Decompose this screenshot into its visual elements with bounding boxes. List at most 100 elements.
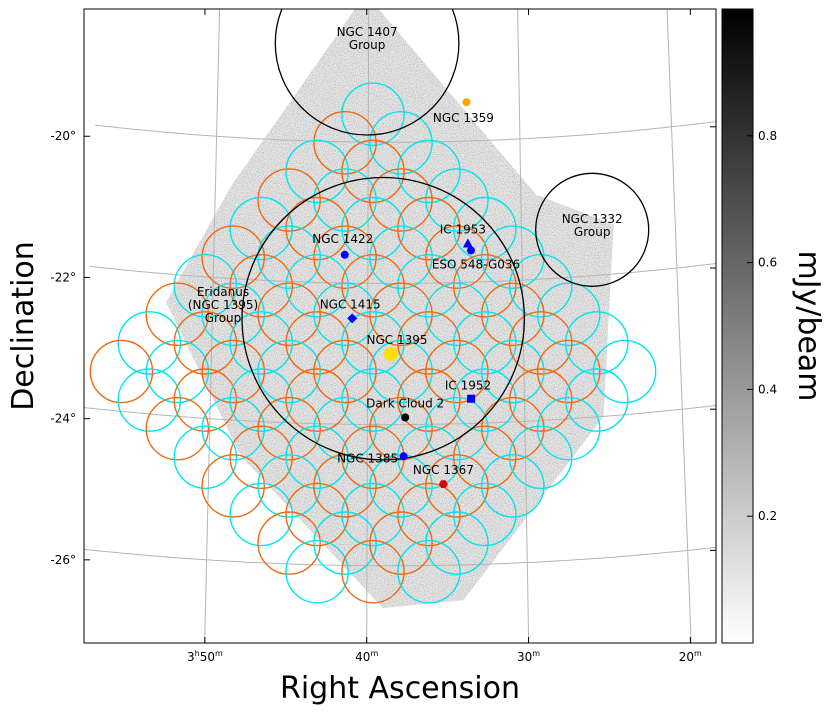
galaxy-marker — [462, 238, 473, 248]
pointing-circle — [201, 396, 265, 461]
pointing-circle — [425, 396, 489, 461]
pointing-circle — [313, 282, 377, 347]
galaxy-marker — [467, 246, 475, 255]
galaxy-marker — [467, 394, 476, 403]
pointing-circle — [257, 511, 321, 575]
colorbar-title: mJy/beam — [791, 250, 826, 401]
galaxy-marker — [347, 313, 358, 324]
pointing-circle — [201, 454, 265, 518]
pointing-circle — [285, 253, 349, 318]
pointing-circle — [313, 168, 377, 232]
pointing-circle — [536, 339, 601, 404]
pointing-circle — [480, 339, 545, 404]
pointing-circle — [201, 225, 265, 290]
pointing-circle — [285, 196, 349, 261]
pointing-circle — [145, 282, 210, 347]
pointing-circle — [173, 368, 238, 432]
pointing-circle — [536, 396, 601, 461]
galaxy-label: ESO 548-G036 — [432, 257, 520, 271]
pointing-circle — [229, 482, 294, 547]
pointing-circle — [117, 311, 182, 375]
pointing-circle — [369, 396, 433, 461]
colorbar-ticks: 0.20.40.60.8 — [747, 129, 777, 523]
pointing-circle — [508, 368, 573, 432]
colorbar-tick-label: 0.6 — [758, 256, 777, 270]
pointing-circle — [425, 225, 489, 290]
pointing-circle — [341, 139, 405, 204]
beam-pointings — [89, 82, 657, 604]
pointing-circle — [480, 396, 545, 461]
pointing-circle — [313, 396, 377, 461]
pointing-circle — [397, 139, 461, 204]
pointing-circle — [285, 368, 349, 432]
pointing-circle — [285, 139, 349, 204]
plot-frame — [83, 8, 717, 644]
pointing-circle — [173, 253, 238, 318]
galaxy-label: IC 1953 — [440, 222, 486, 236]
pointing-circle — [257, 168, 321, 232]
y-tick-label: -20° — [50, 129, 76, 143]
dec-grid-line — [84, 546, 716, 567]
pointing-circle — [397, 482, 461, 547]
pointing-circle — [341, 539, 405, 604]
pointing-circle — [257, 396, 321, 461]
galaxy-marker — [384, 347, 398, 361]
pointing-circle — [369, 339, 433, 404]
y-tick-label: -24° — [50, 412, 76, 426]
y-tick-label: -26° — [50, 553, 76, 567]
pointing-circle — [341, 82, 405, 146]
pointing-circle — [425, 282, 489, 347]
pointing-circle — [480, 225, 545, 290]
pointing-circle — [592, 339, 657, 404]
y-axis-title: Declination — [6, 241, 41, 411]
colorbar-tick-label: 0.4 — [758, 382, 777, 396]
pointing-circle — [89, 339, 154, 404]
dec-grid-line — [95, 121, 716, 143]
pointing-circle — [257, 225, 321, 290]
pointing-circle — [145, 396, 210, 461]
dec-grid-line — [89, 263, 716, 284]
pointing-circle — [369, 225, 433, 290]
galaxy-label: NGC 1385 — [337, 451, 398, 465]
pointing-circle — [341, 482, 405, 547]
pointing-circle — [397, 368, 461, 432]
pointing-circle — [425, 454, 489, 518]
group-circle — [274, 9, 460, 136]
x-tick-label: 20m — [679, 649, 702, 664]
pointing-circle — [257, 339, 321, 404]
dec-grid-line — [84, 404, 716, 426]
colorbar-tick-label: 0.8 — [758, 129, 777, 143]
x-axis-title: Right Ascension — [280, 671, 520, 706]
pointing-circle — [257, 454, 321, 518]
pointing-circle — [425, 511, 489, 575]
pointing-circle — [480, 282, 545, 347]
galaxy-label: NGC 1359 — [433, 111, 494, 125]
galaxy-label: NGC 1367 — [413, 463, 474, 477]
pointing-circle — [425, 339, 489, 404]
pointing-circle — [369, 511, 433, 575]
pointing-circle — [397, 425, 461, 490]
galaxy-label: NGC 1395 — [366, 333, 427, 347]
galaxy-label: IC 1952 — [445, 379, 491, 393]
pointing-circle — [313, 339, 377, 404]
pointing-circle — [229, 253, 294, 318]
pointing-circle — [564, 311, 629, 375]
pointing-circle — [285, 311, 349, 375]
galaxy-marker — [462, 98, 471, 107]
pointing-circle — [369, 111, 433, 175]
pointing-circle — [452, 482, 517, 547]
pointing-circle — [397, 196, 461, 261]
pointing-circle — [425, 168, 489, 232]
pointing-circle — [201, 339, 265, 404]
group-label: Eridanus(NGC 1395)Group — [188, 285, 258, 325]
y-tick-label: -22° — [50, 270, 76, 284]
galaxy-marker — [399, 452, 408, 461]
pointing-circle — [229, 425, 294, 490]
pointing-circle — [397, 253, 461, 318]
pointing-circle — [397, 311, 461, 375]
pointing-circle — [285, 539, 349, 604]
